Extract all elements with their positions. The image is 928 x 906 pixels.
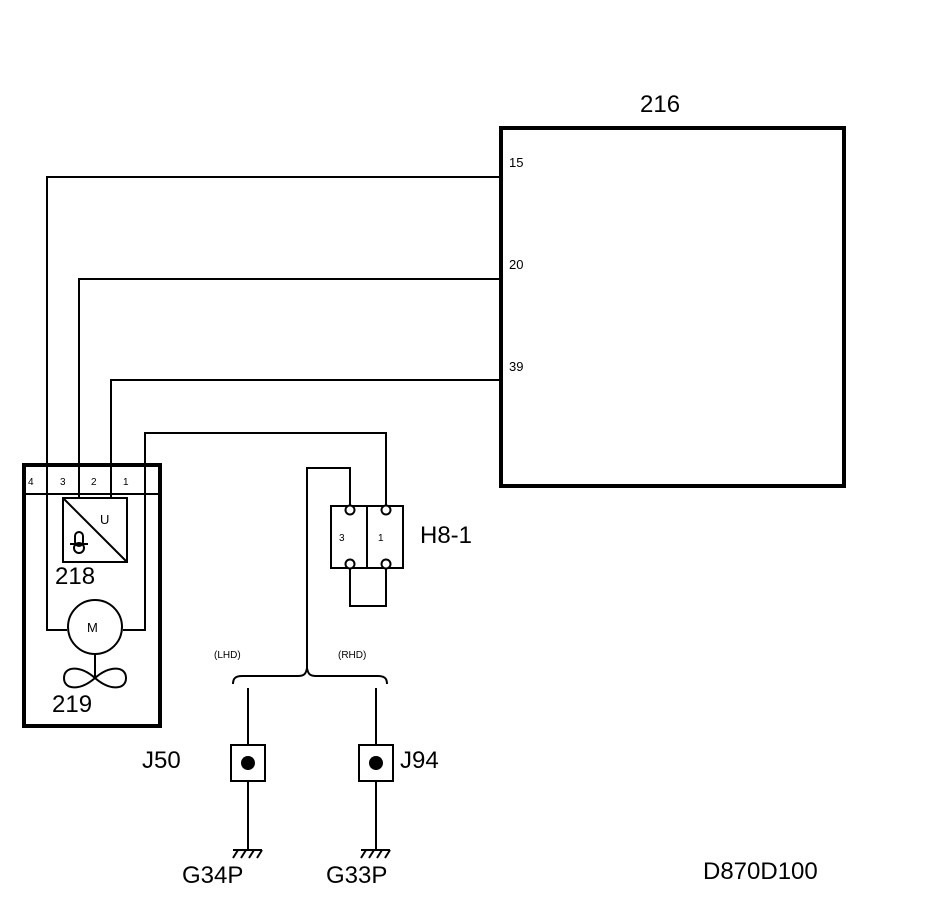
fan-assembly-box (22, 463, 162, 728)
module-pin-15: 15 (509, 155, 523, 170)
splice-j50-label: J50 (142, 747, 181, 774)
connector-label: H8-1 (420, 522, 472, 549)
ground-icon (232, 849, 263, 859)
fan-pin-4: 4 (28, 477, 34, 488)
wire-connector-to-ground-split (306, 467, 351, 668)
connector-pin-1: 1 (378, 533, 384, 544)
connector-terminal (344, 558, 356, 570)
motor-label: 219 (52, 691, 92, 718)
thermometer-icon (70, 531, 88, 554)
wire-pin39-to-pin2 (110, 379, 501, 498)
splice-j50-dot (241, 756, 255, 770)
sensor-diagonal (62, 497, 128, 563)
sensor-symbol-u: U (100, 512, 109, 527)
fan-pin-2: 2 (91, 477, 97, 488)
ground-g34p-label: G34P (182, 862, 243, 889)
sensor-box (62, 497, 128, 563)
drawing-code: D870D100 (703, 858, 818, 885)
fan-blade-icon (62, 667, 128, 689)
wire-pin20-to-pin3 (78, 278, 501, 498)
connector-jumper (349, 569, 387, 607)
module-pin-20: 20 (509, 257, 523, 272)
variant-brace (232, 667, 388, 685)
connector-pin-3: 3 (339, 533, 345, 544)
ground-g33p-label: G33P (326, 862, 387, 889)
wire-pin15-to-pin4 (46, 176, 501, 631)
motor-symbol-m: M (87, 620, 98, 635)
wire-pin1-to-h8-1 (123, 432, 387, 631)
control-module-box (499, 126, 846, 488)
splice-j94-dot (369, 756, 383, 770)
connector-terminal (344, 504, 356, 516)
control-module-label: 216 (640, 91, 680, 118)
connector-terminal (380, 558, 392, 570)
connector-terminal (380, 504, 392, 516)
fan-pin-1: 1 (123, 477, 129, 488)
splice-j94-label: J94 (400, 747, 439, 774)
fan-pin-3: 3 (60, 477, 66, 488)
sensor-label: 218 (55, 563, 95, 590)
ground-icon (360, 849, 391, 859)
variant-lhd-label: (LHD) (214, 650, 241, 661)
module-pin-39: 39 (509, 359, 523, 374)
variant-rhd-label: (RHD) (338, 650, 366, 661)
